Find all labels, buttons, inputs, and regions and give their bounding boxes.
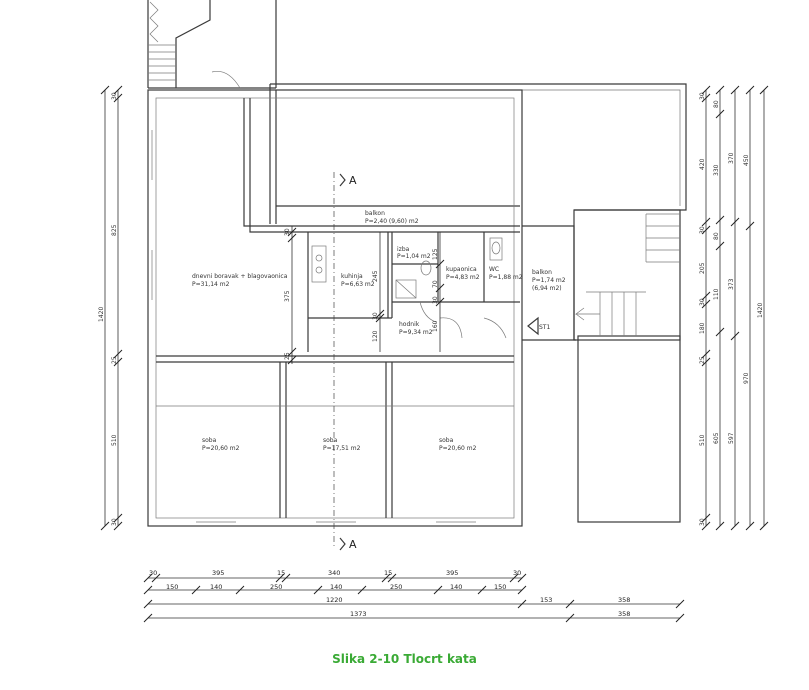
room-name-hodnik: hodnik <box>399 321 420 328</box>
dim-right-c1-7: 510 <box>699 434 706 446</box>
figure-caption: Slika 2-10 Tlocrt kata <box>332 652 477 666</box>
right-dim-labels: 30 420 30 205 30 180 25 510 30 80 330 80… <box>699 92 764 526</box>
dim-b1-4: 15 <box>384 569 392 577</box>
dim-right-c2-2: 80 <box>713 232 720 240</box>
room-area-wc: P=1,88 m2 <box>489 274 523 281</box>
dim-b1-6: 30 <box>513 569 521 577</box>
main-walls <box>147 89 523 527</box>
room-name-kuhinja: kuhinja <box>341 273 363 280</box>
room-name-dnevni: dnevni boravak + blagovaonica <box>192 273 288 280</box>
room-name-wc: WC <box>489 266 499 273</box>
bottom-dimensions <box>143 573 685 623</box>
dim-b3-0: 1220 <box>326 596 343 604</box>
section-mark-bottom: A <box>349 538 357 551</box>
dim-right-c1-0: 30 <box>699 92 706 100</box>
dim-right-c2-0: 80 <box>713 100 720 108</box>
room-area-balkon-top: P=2,40 (9,60) m2 <box>365 218 419 225</box>
section-mark-top: A <box>349 174 357 187</box>
dim-b2-1: 140 <box>210 583 222 591</box>
room-area-kuhinja: P=6,63 m2 <box>341 281 375 288</box>
dim-hall: 120 <box>372 330 379 342</box>
section-line <box>333 172 346 551</box>
dim-b1-2: 15 <box>277 569 285 577</box>
room-name-balkon-top: balkon <box>365 210 385 217</box>
room-name-soba3: soba <box>439 437 454 444</box>
dim-right-c1-5: 180 <box>699 322 706 334</box>
dim-left-outer: 1420 <box>98 307 105 322</box>
room-area-soba2: P=17,51 m2 <box>323 445 361 452</box>
dim-right-c3-0: 370 <box>728 152 735 164</box>
dim-b2-4: 250 <box>390 583 402 591</box>
dim-b2-2: 250 <box>270 583 282 591</box>
room-area-soba1: P=20,60 m2 <box>202 445 240 452</box>
room-area2-balkon-right: (6,94 m2) <box>532 285 562 292</box>
dim-right-c1-3: 205 <box>699 262 706 274</box>
dim-bath-2: 30 <box>432 296 439 304</box>
dim-inner-lower-small: 25 <box>284 352 291 360</box>
room-area-dnevni: P=31,14 m2 <box>192 281 230 288</box>
dim-left-4: 30 <box>111 518 118 526</box>
dim-bath-3: 160 <box>432 320 439 332</box>
left-dimensions <box>100 85 123 531</box>
dim-right-c2-4: 605 <box>713 432 720 444</box>
room-name-balkon-right: balkon <box>532 269 552 276</box>
dim-right-c1-1: 420 <box>699 158 706 170</box>
dim-b4-1: 358 <box>618 610 630 618</box>
dim-left-2: 25 <box>111 356 118 364</box>
right-wing <box>522 209 681 523</box>
dim-right-c1-8: 30 <box>699 518 706 526</box>
dim-right-c2-1: 330 <box>713 164 720 176</box>
fixtures <box>311 237 503 299</box>
dim-b1-0: 30 <box>149 569 157 577</box>
dim-left-1: 825 <box>111 224 118 236</box>
room-name-kupaonica: kupaonica <box>446 266 477 273</box>
dim-right-c3-2: 597 <box>728 432 735 444</box>
dim-bath-0: 125 <box>432 248 439 260</box>
dim-b1-5: 395 <box>446 569 458 577</box>
dim-right-c1-6: 25 <box>699 356 706 364</box>
top-staircase <box>147 0 277 89</box>
dim-right-c1-4: 30 <box>699 298 706 306</box>
dim-b2-0: 150 <box>166 583 178 591</box>
dim-b3-2: 358 <box>618 596 630 604</box>
room-area-kupaonica: P=4,83 m2 <box>446 274 480 281</box>
dim-b1-1: 395 <box>212 569 224 577</box>
interior-dimensions <box>287 226 445 365</box>
dim-left-3: 510 <box>111 434 118 446</box>
dim-inner-left-small: 30 <box>284 228 291 236</box>
dim-b1-3: 340 <box>328 569 340 577</box>
dim-right-c4-0: 450 <box>743 154 750 166</box>
room-name-soba2: soba <box>323 437 338 444</box>
dim-bath-1: 70 <box>432 280 439 288</box>
dim-left-0: 30 <box>111 92 118 100</box>
dim-kitchen: 245 <box>372 270 379 282</box>
dim-right-c3-1: 373 <box>728 278 735 290</box>
dim-b2-6: 150 <box>494 583 506 591</box>
dim-right-c2-3: 110 <box>713 288 720 300</box>
terrace-outline <box>269 83 687 224</box>
dim-b3-1: 153 <box>540 596 552 604</box>
room-name-izba: izba <box>397 246 410 253</box>
dim-b2-3: 140 <box>330 583 342 591</box>
dim-inner-30: 30 <box>372 312 379 320</box>
dim-right-c4-1: 970 <box>743 372 750 384</box>
bottom-dim-labels: 30 395 15 340 15 395 30 150 140 250 140 … <box>149 569 630 618</box>
dim-b2-5: 140 <box>450 583 462 591</box>
interior-dim-labels: 30 375 25 245 30 120 125 70 30 160 <box>284 228 439 360</box>
stair-mark: ST1 <box>539 324 550 331</box>
room-area-hodnik: P=9,34 m2 <box>399 329 433 336</box>
room-name-soba1: soba <box>202 437 217 444</box>
room-area-soba3: P=20,60 m2 <box>439 445 477 452</box>
dim-right-c5-0: 1420 <box>757 303 764 318</box>
dim-b4-0: 1373 <box>350 610 367 618</box>
room-area-izba: P=1,04 m2 <box>397 253 431 260</box>
dim-right-c1-2: 30 <box>699 226 706 234</box>
right-dimensions <box>701 85 769 531</box>
room-area-balkon-right: P=1,74 m2 <box>532 277 566 284</box>
dim-living: 375 <box>284 290 291 302</box>
